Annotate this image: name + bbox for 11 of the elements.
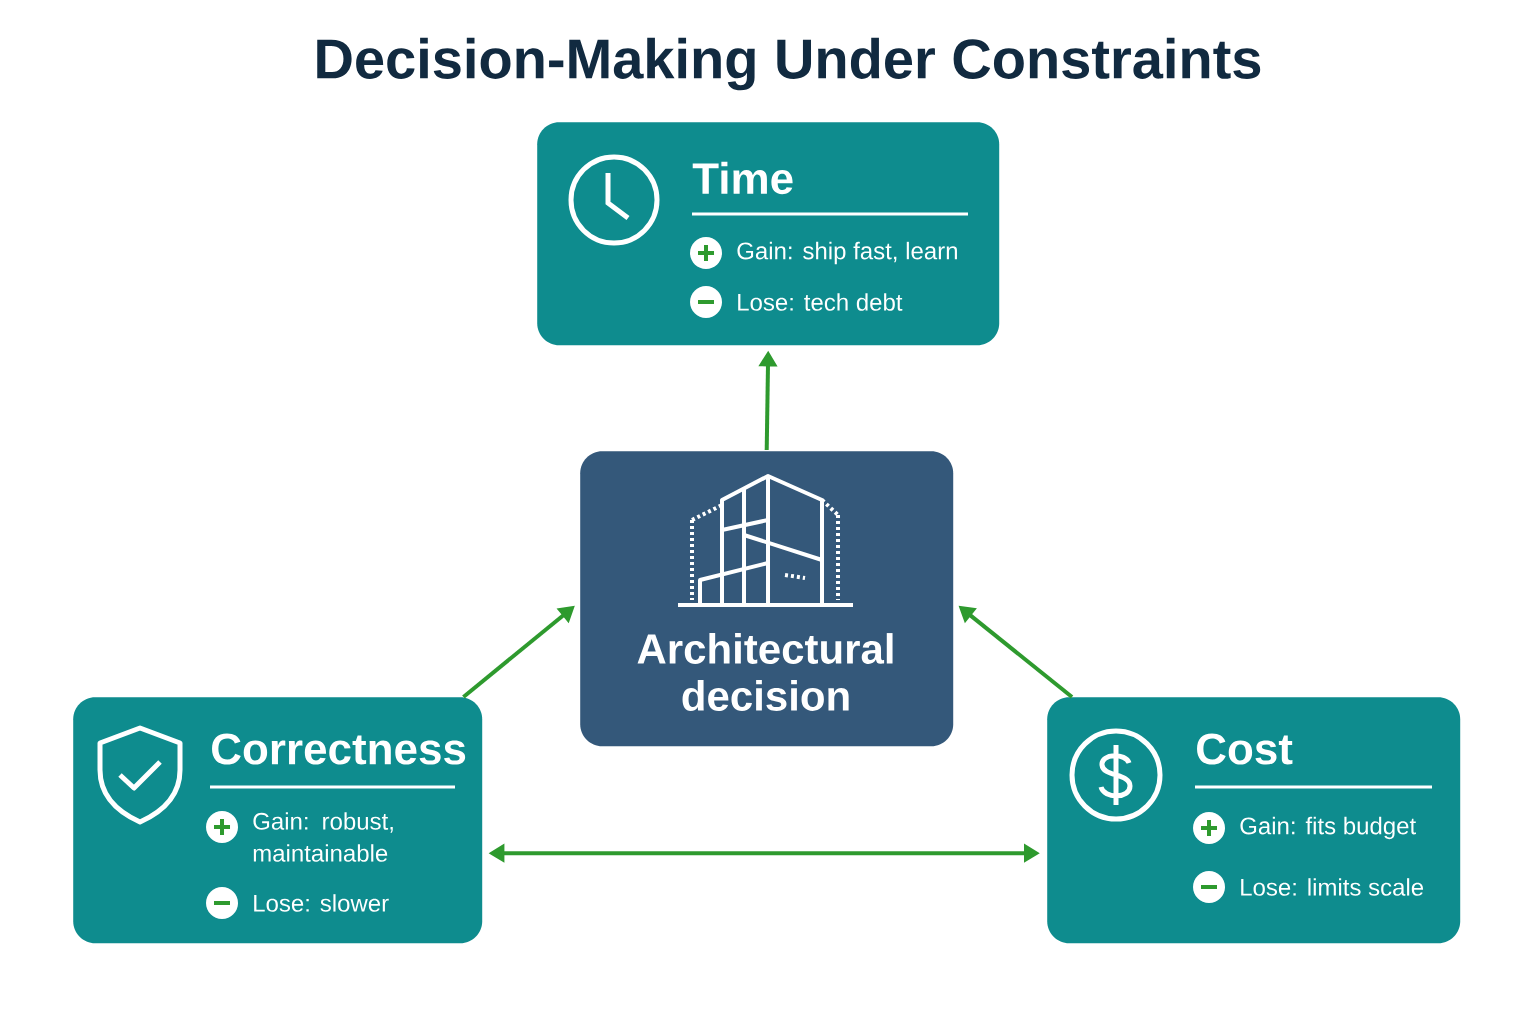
trade-off-text: Gain: robust, maintainable [253, 812, 393, 862]
decision-label: Architectural decision [637, 633, 893, 711]
trade-off-text: Gain: ship fast, learn [737, 241, 957, 265]
trade-off-text: Gain: fits budget [1240, 816, 1416, 840]
trade-off-text: Lose: limits scale [1241, 878, 1424, 896]
trade-off-text: Lose: slower [254, 894, 389, 912]
card-title: Correctness [212, 733, 466, 765]
card-title: Cost [1197, 733, 1293, 765]
title: Decision-Making Under Constraints [317, 37, 1261, 91]
card-title: Time [692, 161, 793, 195]
trade-off-text: Lose: tech debt [738, 293, 903, 311]
